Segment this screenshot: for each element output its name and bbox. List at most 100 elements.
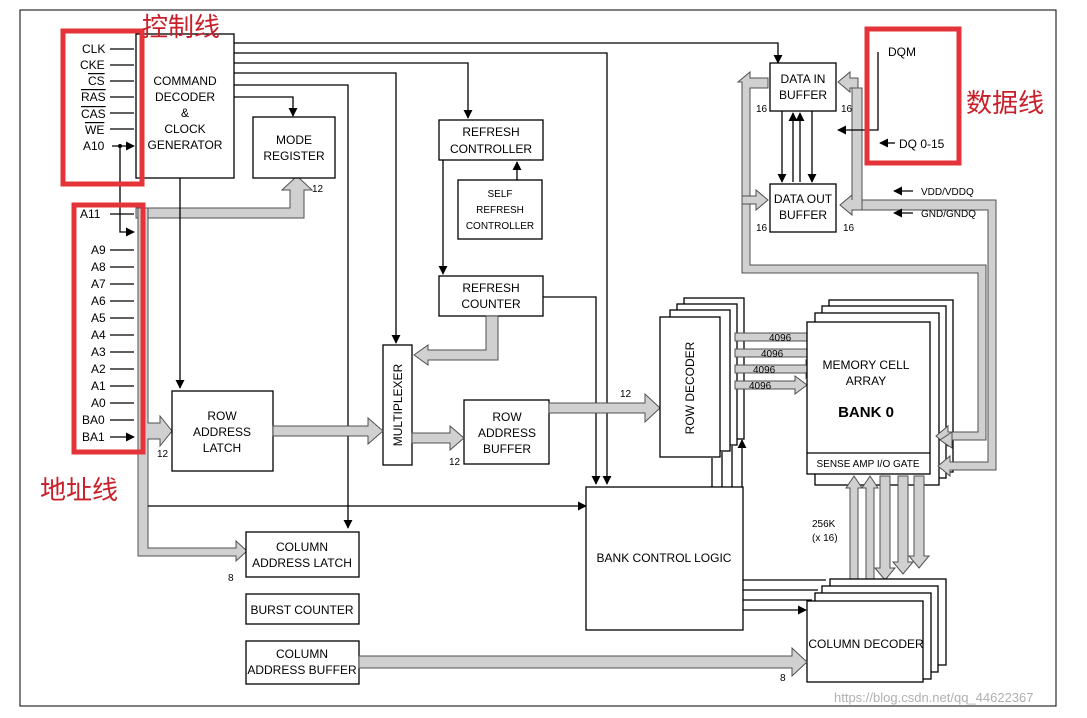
width-column-latch: 8: [228, 573, 234, 584]
power-vdd: VDD/VDDQ: [921, 187, 974, 198]
refresh-counter: [438, 275, 544, 317]
data-lines-highlight: [864, 26, 962, 166]
pin-a2: A2: [91, 362, 106, 376]
bank-label: BANK 0: [838, 404, 894, 421]
bank-control-logic: [585, 486, 744, 631]
bank-control-label: BANK CONTROL LOGIC: [597, 551, 732, 565]
bus-to-mode-register: [135, 175, 314, 219]
width-row-decoder-in: 12: [620, 389, 632, 400]
multiplexer: [382, 344, 413, 466]
rowline-4: 4096: [749, 381, 772, 392]
memory-bank-stack: MEMORY CELL ARRAY BANK 0 SENSE AMP I/O G…: [806, 299, 954, 486]
data-in-buffer: [769, 62, 837, 112]
figure-frame: [19, 9, 1057, 707]
data-in-l2: BUFFER: [779, 88, 827, 102]
dq-label: DQ 0-15: [899, 137, 945, 151]
column-decoder: [806, 600, 924, 683]
sense-buses: 256K (x 16): [812, 475, 931, 605]
data-out-l1: DATA OUT: [774, 192, 833, 206]
col-latch-l2: ADDRESS LATCH: [252, 556, 352, 570]
row-decoder: [659, 316, 721, 458]
row-address-latch: [171, 390, 274, 472]
self-refresh-l2: REFRESH: [476, 205, 524, 216]
address-lines-annotation: 地址线: [40, 476, 118, 506]
width-row-buffer: 12: [449, 457, 461, 468]
column-address-latch: [245, 531, 360, 578]
command-decoder: [135, 33, 235, 179]
pin-a10: A10: [83, 139, 105, 153]
mode-register-l1: MODE: [276, 133, 312, 147]
bus-to-column-decoder: [358, 646, 808, 678]
pin-a8: A8: [91, 260, 106, 274]
sense-width-2: (x 16): [812, 533, 838, 544]
pin-a11: A11: [80, 207, 101, 221]
bus-to-row-latch: [137, 207, 248, 563]
column-address-buffer: [245, 640, 360, 685]
refresh-counter-l2: COUNTER: [461, 297, 521, 311]
column-decoder-stack: COLUMN DECODER: [806, 578, 947, 683]
row-buffer-l3: BUFFER: [483, 442, 531, 456]
width-column-decoder-in: 8: [780, 673, 786, 684]
data-bus-right: [839, 87, 863, 217]
bus-mux-to-row-buffer: [411, 424, 465, 452]
mode-register: [252, 116, 336, 179]
data-lines-annotation: 数据线: [966, 89, 1044, 119]
refresh-controller-l2: CONTROLLER: [450, 142, 532, 156]
row-lines: 4096 4096 4096 4096: [734, 327, 831, 395]
control-lines-highlight: [60, 28, 145, 187]
width-data-in-left: 16: [756, 104, 768, 115]
row-latch-l2: ADDRESS: [193, 425, 251, 439]
data-bus-right-return: [861, 199, 997, 478]
col-latch-l1: COLUMN: [276, 540, 328, 554]
self-refresh-controller: [457, 179, 543, 240]
pin-a3: A3: [91, 345, 106, 359]
width-mode-register: 12: [312, 184, 324, 195]
pin-ras: RAS: [81, 90, 106, 104]
command-decoder-l4: CLOCK: [164, 122, 205, 136]
rowline-3: 4096: [753, 365, 776, 376]
self-refresh-l3: CONTROLLER: [466, 221, 534, 232]
pin-clk: CLK: [82, 42, 105, 56]
width-row-latch: 12: [157, 449, 169, 460]
row-buffer-l2: ADDRESS: [478, 426, 536, 440]
data-bus-out-left: [741, 188, 769, 212]
self-refresh-l1: SELF: [487, 189, 512, 200]
command-decoder-l3: &: [181, 106, 189, 120]
pin-a7: A7: [91, 277, 106, 291]
rowline-1: 4096: [769, 333, 792, 344]
data-out-buffer: [769, 183, 837, 233]
width-data-out-left: 16: [756, 223, 768, 234]
width-data-out-right: 16: [843, 223, 855, 234]
pin-a1: A1: [91, 379, 106, 393]
address-lines-highlight: [71, 202, 146, 455]
data-out-l2: BUFFER: [779, 208, 827, 222]
row-decoder-stack: ROW DECODER: [659, 297, 745, 458]
command-decoder-l2: DECODER: [155, 90, 215, 104]
burst-counter: [245, 593, 360, 625]
pin-ba1: BA1: [82, 430, 105, 444]
control-lines-annotation: 控制线: [142, 13, 220, 43]
row-latch-l1: ROW: [207, 409, 237, 423]
pin-a4: A4: [91, 328, 106, 342]
multiplexer-label: MULTIPLEXER: [391, 363, 405, 446]
data-in-l1: DATA IN: [781, 72, 826, 86]
watermark: https://blog.csdn.net/qq_44622367: [834, 690, 1034, 705]
width-data-in-right: 16: [841, 104, 853, 115]
pin-ba0: BA0: [82, 413, 105, 427]
refresh-controller-l1: REFRESH: [462, 125, 519, 139]
address-pins: A11 A9 A8 A7 A6 A5 A4 A3 A2 A1 A0 BA0 BA…: [80, 207, 134, 444]
refresh-counter-l1: REFRESH: [462, 281, 519, 295]
sense-amp-label: SENSE AMP I/O GATE: [817, 459, 920, 470]
row-address-buffer: [463, 399, 550, 465]
bus-buffer-to-row-decoder: [548, 392, 661, 424]
col-buffer-l1: COLUMN: [276, 647, 328, 661]
data-bus-in-right: [837, 70, 859, 94]
col-buffer-l2: ADDRESS BUFFER: [247, 663, 357, 677]
row-decoder-label: ROW DECODER: [683, 341, 697, 434]
pin-cs: CS: [88, 74, 105, 88]
memory-cell-l2: ARRAY: [846, 374, 886, 388]
pin-cas: CAS: [81, 107, 106, 121]
column-decoder-label: COLUMN DECODER: [808, 637, 924, 651]
refresh-controller: [438, 119, 544, 161]
